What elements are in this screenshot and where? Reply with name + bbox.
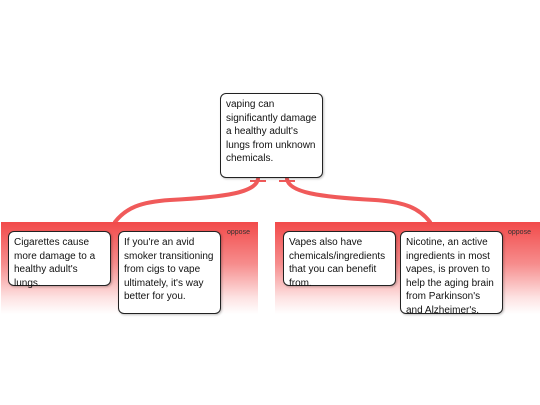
argument-card-text: Cigarettes cause more damage to a health… xyxy=(14,237,96,289)
connector-left xyxy=(113,177,260,224)
argument-card[interactable]: Nicotine, an active ingredients in most … xyxy=(400,231,503,316)
argument-card[interactable]: If you're an avid smoker transitioning f… xyxy=(118,231,221,314)
argument-card-text: Nicotine, an active ingredients in most … xyxy=(406,237,494,316)
group-label-right: oppose xyxy=(508,229,531,236)
argument-card[interactable]: Vapes also have chemicals/ingredients th… xyxy=(283,231,396,289)
argument-card[interactable]: Cigarettes cause more damage to a health… xyxy=(8,231,111,289)
connector-right xyxy=(285,177,432,224)
argument-card-text: Vapes also have chemicals/ingredients th… xyxy=(289,237,386,289)
group-label-left: oppose xyxy=(227,229,250,236)
root-node-text: vaping can significantly damage a health… xyxy=(226,99,317,164)
argument-card-text: If you're an avid smoker transitioning f… xyxy=(124,237,214,302)
root-node[interactable]: vaping can significantly damage a health… xyxy=(220,93,323,178)
